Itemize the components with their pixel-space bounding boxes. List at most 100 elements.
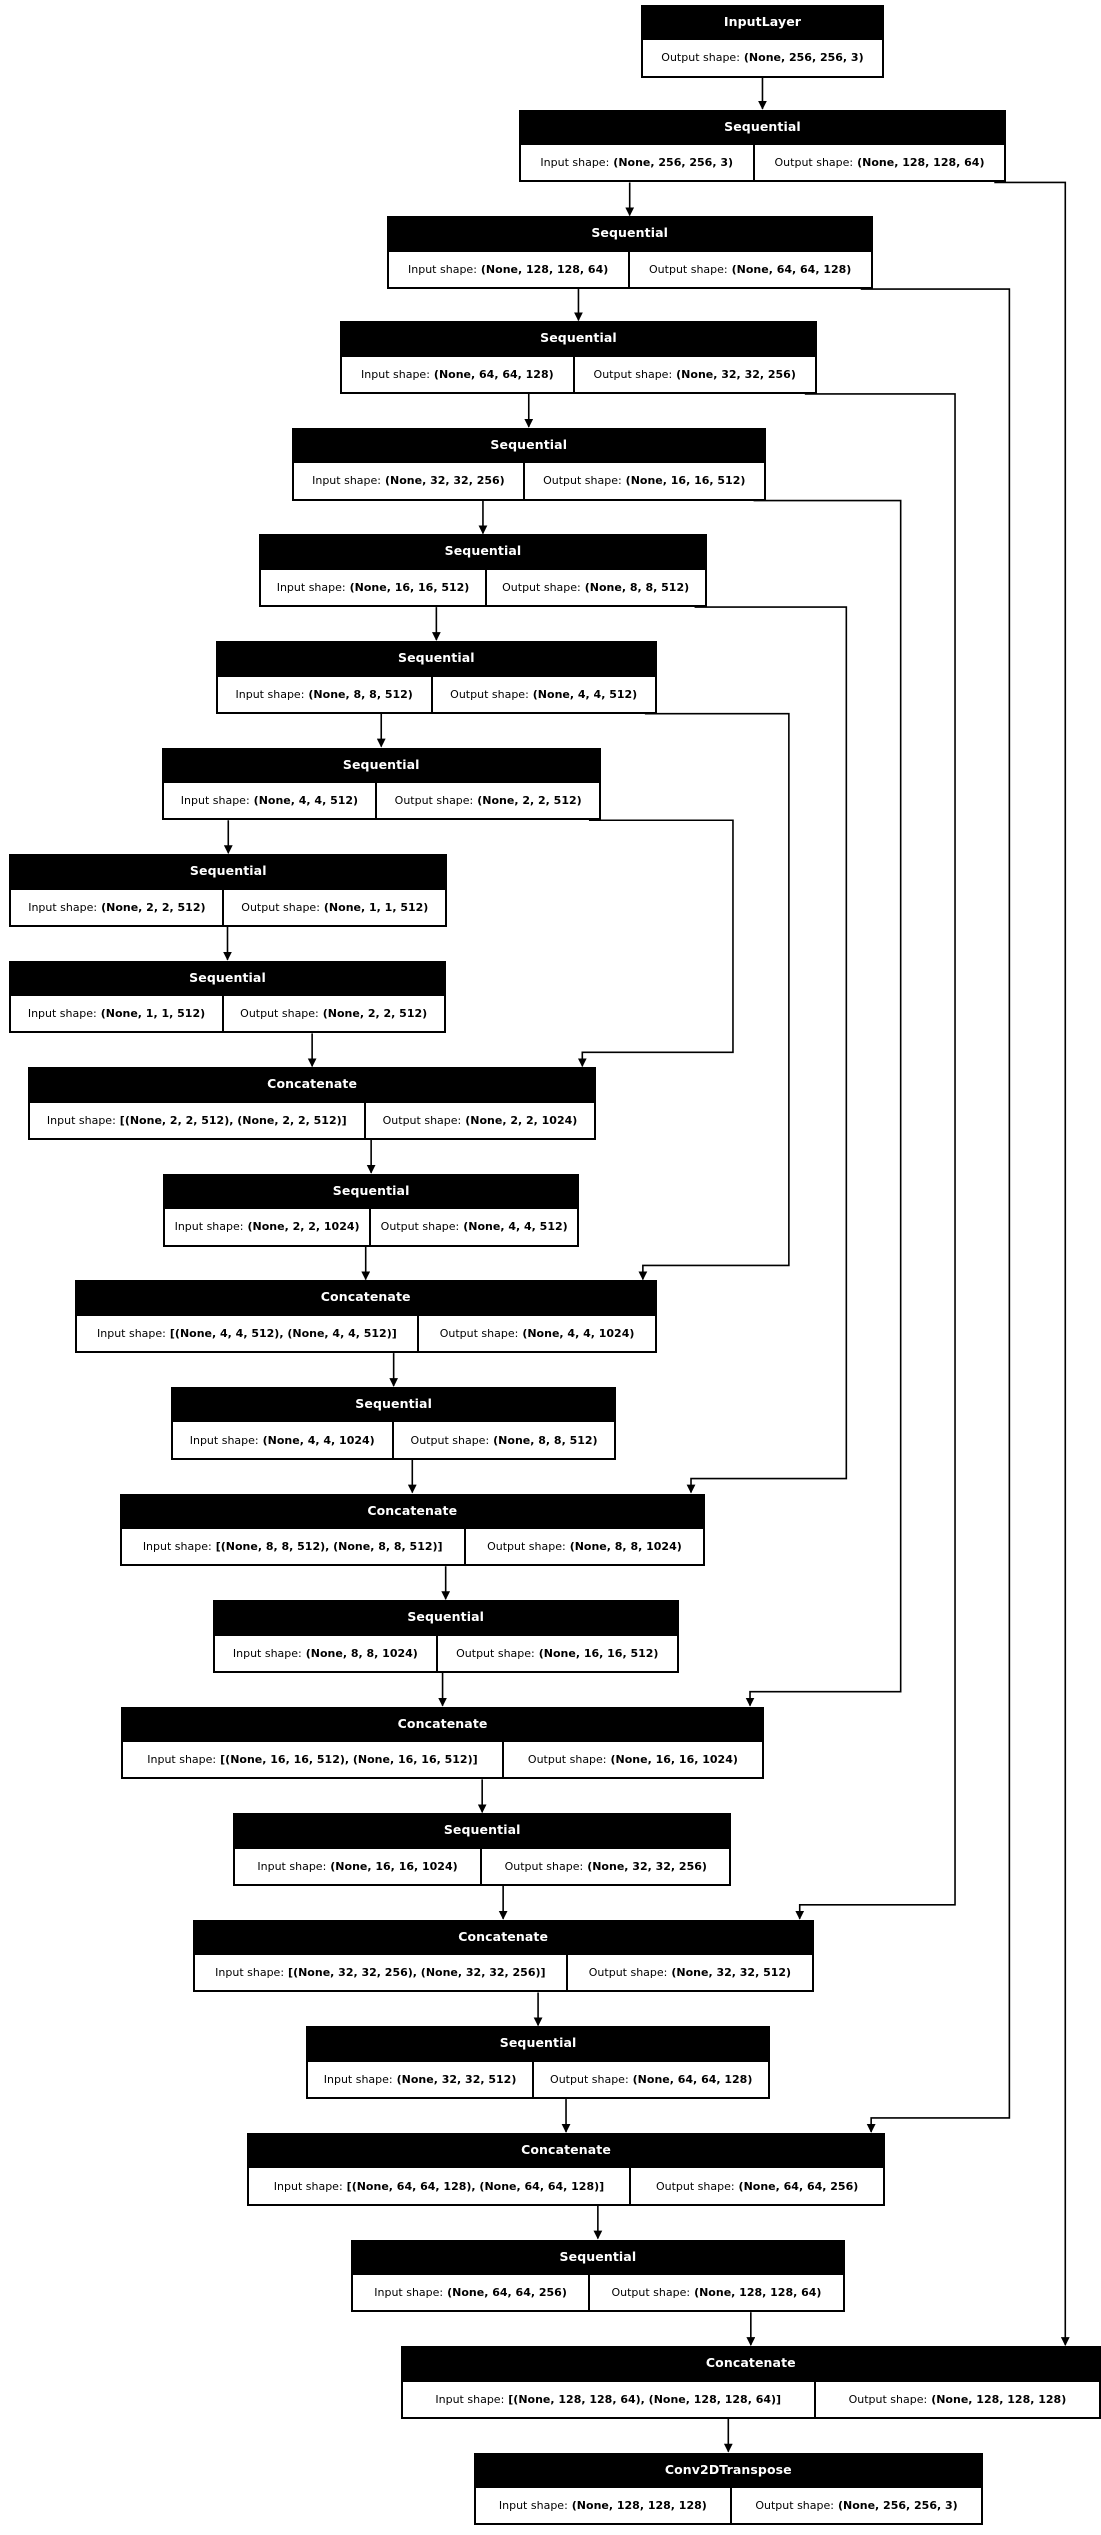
input-shape-value: (None, 4, 4, 512) [253,794,359,808]
input-shape-label: Input shape: [97,1326,166,1340]
node-output-shape: Output shape:(None, 8, 8, 512) [484,569,705,606]
input-shape-label: Input shape: [28,900,98,914]
output-shape-value: (None, 128, 128, 128) [931,2392,1067,2406]
node-input-shape: Input shape:[(None, 128, 128, 64), (None… [403,2382,814,2417]
node-output-shape: Output shape:(None, 4, 4, 512) [430,676,655,712]
input-shape-value: (None, 128, 128, 64) [480,262,609,276]
output-shape-label: Output shape: [655,2179,735,2193]
node-output-shape: Output shape:(None, 256, 256, 3) [730,2488,981,2524]
output-shape-value: (None, 1, 1, 512) [323,900,429,914]
input-shape-label: Input shape: [435,2392,505,2406]
input-shape-label: Input shape: [46,1113,116,1127]
input-shape-value: [(None, 2, 2, 512), (None, 2, 2, 512)] [119,1113,347,1127]
input-shape-value: (None, 8, 8, 512) [308,687,413,701]
output-shape-value: (None, 4, 4, 512) [532,687,638,701]
node-input-shape: Input shape:(None, 16, 16, 512) [261,570,484,605]
input-shape-value: [(None, 16, 16, 512), (None, 16, 16, 512… [220,1753,478,1767]
node-title: InputLayer [643,6,882,39]
output-shape-value: (None, 128, 128, 64) [857,156,985,170]
output-shape-label: Output shape: [241,900,320,914]
input-shape-label: Input shape: [232,1646,302,1660]
node-shape-row: Input shape:(None, 16, 16, 512)Output sh… [261,567,705,606]
node-shape-row: Input shape:(None, 2, 2, 1024)Output sha… [165,1207,578,1245]
node-title: Concatenate [248,2134,884,2167]
node-shape-row: Input shape:(None, 128, 128, 128) Output … [475,2486,981,2524]
node-input-shape: Input shape:(None, 1, 1, 512) [11,996,221,1031]
output-shape-value: (None, 128, 128, 64) [694,2286,822,2300]
output-shape-value: (None, 32, 32, 256) [676,367,796,381]
node-title: Conv2DTranspose [475,2454,981,2487]
node-input-shape: Input shape:(None, 2, 2, 1024) [165,1209,369,1244]
output-shape-label: Output shape: [394,794,474,808]
edge-skip [795,393,956,1920]
node-shape-row: Input shape:(None, 64, 64, 128)Output sh… [342,354,815,392]
node-title: Sequential [11,856,446,888]
input-shape-label: Input shape: [142,1540,212,1554]
node-shape-row: Input shape:[(None, 2, 2, 512), (None, 2… [29,1100,595,1138]
output-shape-label: Output shape: [380,1220,460,1234]
node-input-shape: Input shape:[(None, 32, 32, 256), (None,… [195,1955,567,1990]
node-output-shape: Output shape:(None, 16, 16, 1024) [501,1742,762,1778]
output-shape-label: Output shape: [550,2072,629,2086]
node-input-shape: Input shape:(None, 32, 32, 256) [294,463,523,498]
input-shape-value: (None, 128, 128, 128) [571,2499,707,2513]
input-shape-label: Input shape: [235,687,305,701]
output-shape-value: (None, 2, 2, 1024) [465,1113,578,1127]
node-title: Concatenate [121,1495,703,1528]
node-title: Concatenate [29,1069,595,1101]
input-shape-value: [(None, 64, 64, 128), (None, 64, 64, 128… [346,2179,605,2193]
output-shape-label: Output shape: [649,262,728,276]
output-shape-value: (None, 16, 16, 512) [625,474,746,488]
node-input-shape: Input shape:(None, 8, 8, 512) [218,677,431,712]
input-shape-label: Input shape: [540,156,610,170]
node-output-shape: Output shape:(None, 2, 2, 512) [221,996,444,1032]
output-shape-label: Output shape: [774,156,854,170]
node-output-shape: Output shape:(None, 2, 2, 512) [375,783,599,819]
output-shape-value: (None, 256, 256, 3) [837,2499,958,2513]
input-shape-value: [(None, 8, 8, 512), (None, 8, 8, 512)] [215,1540,443,1554]
node-output-shape: Output shape:(None, 32, 32, 256) [480,1848,729,1884]
output-shape-label: Output shape: [611,2286,691,2300]
output-shape-value: (None, 32, 32, 512) [671,1966,792,1980]
input-shape-label: Input shape: [498,2499,568,2513]
node-output-shape: Output shape:(None, 4, 4, 512) [369,1209,577,1245]
input-shape-value: [(None, 4, 4, 512), (None, 4, 4, 512)] [169,1326,397,1340]
node-title: Sequential [217,643,655,675]
input-shape-label: Input shape: [276,581,346,595]
node-output-shape: Output shape:(None, 8, 8, 1024) [463,1529,703,1565]
node-shape-row: Input shape:[(None, 32, 32, 256), (None,… [194,1953,812,1991]
node-shape-row: Output shape:(None, 256, 256, 3) [643,38,882,76]
output-shape-label: Output shape: [487,1540,566,1554]
edge-skip [994,181,1070,2346]
input-shape-value: (None, 32, 32, 512) [396,2072,517,2086]
output-shape-label: Output shape: [410,1433,490,1447]
node-output-shape: Output shape:(None, 64, 64, 128) [532,2061,768,2098]
output-shape-value: (None, 2, 2, 512) [322,1007,428,1021]
output-shape-value: (None, 64, 64, 128) [731,262,852,276]
node-shape-row: Input shape:(None, 8, 8, 1024)Output sha… [214,1633,677,1671]
